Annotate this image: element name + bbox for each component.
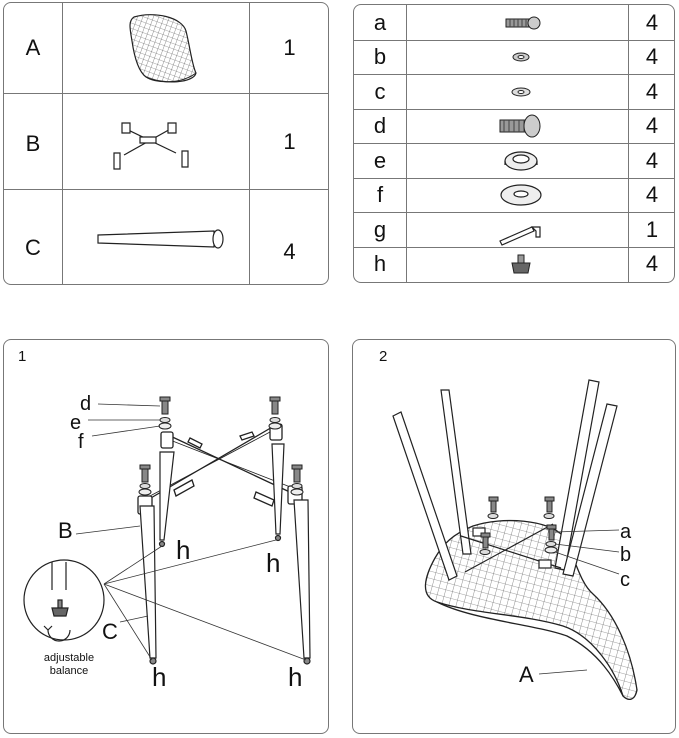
hardware-letter: h xyxy=(373,251,387,276)
callout-C: C xyxy=(102,619,118,644)
callout-e: e xyxy=(70,412,82,434)
hardware-qty: 4 xyxy=(645,10,659,35)
large-bolt-icon xyxy=(499,114,541,138)
hardware-qty: 4 xyxy=(645,251,659,276)
part-qty: 1 xyxy=(283,35,296,60)
part-letter: B xyxy=(25,131,41,156)
column-divider xyxy=(249,3,250,284)
hardware-letter: c xyxy=(374,79,386,104)
bolt-icon xyxy=(505,16,541,30)
small-washer-icon xyxy=(512,52,530,62)
callout-a: a xyxy=(620,521,632,543)
hardware-letter: a xyxy=(373,10,387,35)
part-letter: C xyxy=(25,235,41,260)
hardware-qty: 4 xyxy=(645,79,659,104)
step-2-panel: 2 xyxy=(352,339,676,734)
leg-illustration xyxy=(97,229,224,249)
hardware-letter: d xyxy=(373,113,387,138)
flat-washer-icon xyxy=(511,87,531,97)
frame-drawing xyxy=(460,523,562,573)
frame-illustration xyxy=(113,122,189,170)
callout-f: f xyxy=(78,431,84,453)
leg-drawing xyxy=(139,443,311,665)
frame-drawing xyxy=(137,423,303,515)
hardware-letter: g xyxy=(373,217,387,242)
hardware-qty: 1 xyxy=(645,217,659,242)
hardware-table: a b c d e f g h 4 4 4 4 4 4 1 4 xyxy=(353,4,675,283)
row-divider xyxy=(354,178,674,179)
bolt-stack-icon xyxy=(138,396,304,496)
row-divider xyxy=(354,109,674,110)
step-number: 1 xyxy=(18,348,27,365)
callout-h: h xyxy=(266,548,281,578)
callout-b: b xyxy=(620,544,632,566)
leader-lines xyxy=(75,403,307,661)
allen-key-icon xyxy=(499,226,541,246)
column-divider xyxy=(62,3,63,284)
callout-B: B xyxy=(58,518,73,543)
leg-drawing xyxy=(392,379,618,581)
hardware-qty: 4 xyxy=(645,113,659,138)
row-divider xyxy=(4,93,328,94)
major-parts-table: A B C 1 1 4 xyxy=(3,2,329,285)
hardware-qty: 4 xyxy=(645,182,659,207)
callout-h: h xyxy=(176,535,191,565)
hardware-qty: 4 xyxy=(645,44,659,69)
hardware-letter: f xyxy=(376,182,384,207)
hardware-letter: e xyxy=(373,148,387,173)
part-qty: 4 xyxy=(283,239,296,264)
row-divider xyxy=(354,247,674,248)
row-divider xyxy=(354,40,674,41)
hardware-qty: 4 xyxy=(645,148,659,173)
part-qty: 1 xyxy=(283,129,296,154)
callout-A: A xyxy=(519,662,534,687)
row-divider xyxy=(4,189,328,190)
row-divider xyxy=(354,74,674,75)
spring-washer-icon xyxy=(504,151,538,171)
large-washer-icon xyxy=(500,184,542,206)
step-1-panel: 1 xyxy=(3,339,329,734)
callout-h: h xyxy=(152,662,167,692)
callout-d: d xyxy=(80,393,92,415)
bolt-stack-icon xyxy=(479,496,558,555)
row-divider xyxy=(354,143,674,144)
step-number: 2 xyxy=(379,348,388,365)
callout-c: c xyxy=(620,569,630,591)
leader-lines xyxy=(538,529,620,675)
adjustable-balance-note: adjustable balance xyxy=(43,652,95,677)
part-letter: A xyxy=(25,35,41,60)
detail-circle xyxy=(23,559,105,642)
callout-h: h xyxy=(288,662,303,692)
row-divider xyxy=(354,212,674,213)
foot-pad-icon xyxy=(511,254,531,274)
hardware-letter: b xyxy=(373,44,387,69)
seat-illustration xyxy=(129,14,197,83)
